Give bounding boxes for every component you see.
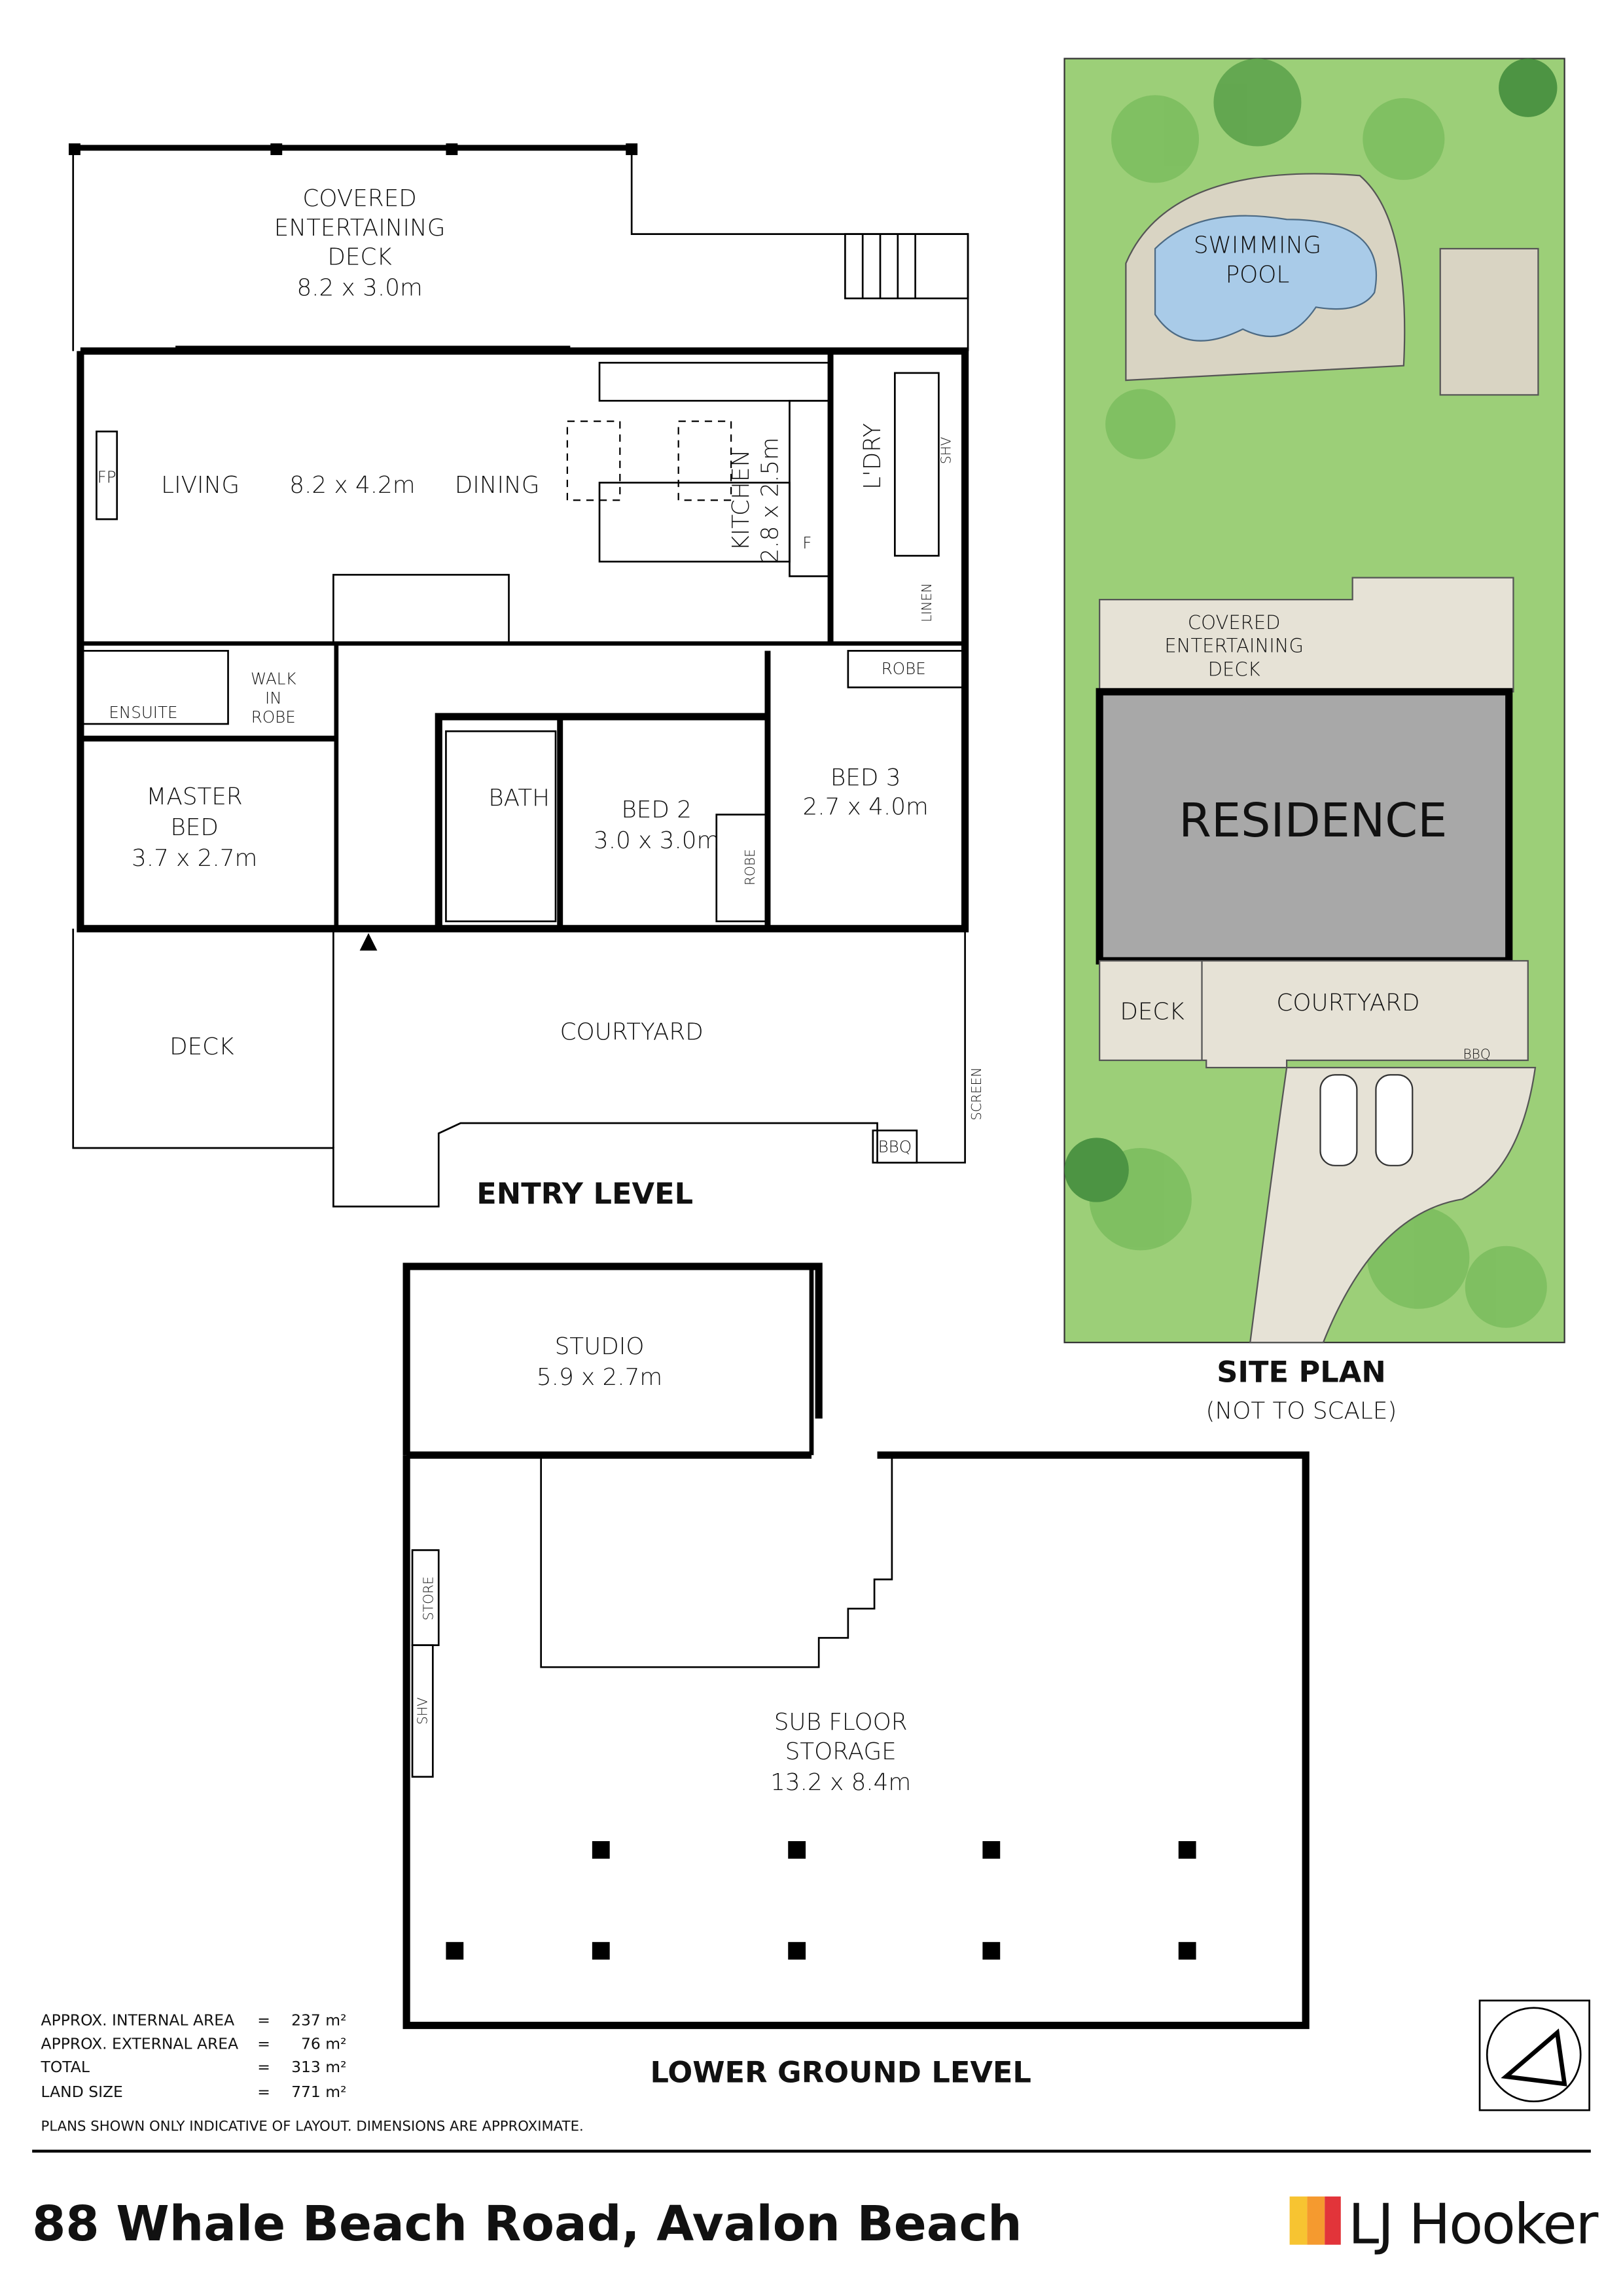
property-address: 88 Whale Beach Road, Avalon Beach xyxy=(32,2197,1022,2252)
area-label: TOTAL xyxy=(41,2058,90,2076)
site-label: DECK xyxy=(1208,658,1260,680)
room-label: COURTYARD xyxy=(560,1019,704,1046)
room-dimensions: 8.2 x 3.0m xyxy=(296,274,422,301)
room-label: LINEN xyxy=(919,583,935,622)
area-value: 76 m² xyxy=(301,2034,347,2053)
room-label: L'DRY xyxy=(859,423,886,490)
residence-label: RESIDENCE xyxy=(1179,793,1447,848)
room-label: KITCHEN xyxy=(728,450,755,551)
room-dimensions: 8.2 x 4.2m xyxy=(289,472,415,499)
room-label: WALK xyxy=(251,670,296,689)
area-label: LAND SIZE xyxy=(41,2083,123,2101)
room-label: DECK xyxy=(169,1033,234,1060)
site-label: COURTYARD xyxy=(1276,990,1419,1016)
room-dimensions: 2.7 x 4.0m xyxy=(802,794,928,821)
pool-label: POOL xyxy=(1226,261,1290,288)
site-plan: SWIMMING POOL COVERED ENTERTAINING DECK … xyxy=(1063,58,1565,1424)
room-label: ROBE xyxy=(882,659,926,678)
entry-arrow-icon xyxy=(359,933,378,951)
lj-hooker-logo: LJ Hooker xyxy=(1289,2192,1600,2257)
pool-label: SWIMMING xyxy=(1194,232,1321,259)
room-label: STUDIO xyxy=(555,1333,645,1360)
room-label: ROBE xyxy=(742,849,758,886)
room-label: IN xyxy=(265,689,282,708)
site-label: DECK xyxy=(1120,998,1185,1025)
room-label: STORAGE xyxy=(785,1738,897,1765)
area-value: 313 m² xyxy=(291,2058,346,2076)
support-columns xyxy=(446,1841,1196,1960)
room-dimensions: 5.9 x 2.7m xyxy=(537,1364,662,1391)
deck-stairs xyxy=(844,233,969,300)
area-label: APPROX. EXTERNAL AREA xyxy=(41,2034,239,2053)
room-label: LIVING xyxy=(161,472,240,499)
room-label: BED 3 xyxy=(830,764,901,791)
site-label: COVERED xyxy=(1188,611,1281,634)
lower-ground-plan: STUDIO 5.9 x 2.7m STORE SHV SUB FLOOR ST… xyxy=(402,1263,1310,2090)
lower-level-title: LOWER GROUND LEVEL xyxy=(650,2056,1031,2090)
room-dimensions: 13.2 x 8.4m xyxy=(770,1769,911,1796)
area-equals: = xyxy=(257,2011,270,2030)
room-label: ENTERTAINING xyxy=(274,215,446,242)
room-label: SUB FLOOR xyxy=(774,1709,908,1736)
area-equals: = xyxy=(257,2034,270,2053)
room-label: ENSUITE xyxy=(109,703,177,722)
disclaimer: PLANS SHOWN ONLY INDICATIVE OF LAYOUT. D… xyxy=(41,2118,584,2134)
entry-level-title: ENTRY LEVEL xyxy=(476,1177,693,1211)
room-label: COVERED xyxy=(302,185,416,212)
site-label: ENTERTAINING xyxy=(1164,635,1304,657)
site-plan-title: SITE PLAN xyxy=(1217,1355,1386,1389)
area-equals: = xyxy=(257,2058,270,2076)
area-summary: APPROX. INTERNAL AREA = 237 m² APPROX. E… xyxy=(41,2011,584,2135)
area-value: 771 m² xyxy=(291,2083,346,2101)
brand-name: LJ Hooker xyxy=(1348,2192,1599,2257)
room-label: DECK xyxy=(327,244,392,271)
room-label: DINING xyxy=(455,472,540,499)
north-arrow-icon xyxy=(1478,2000,1590,2111)
entry-level-plan: COVERED ENTERTAINING DECK 8.2 x 3.0m FP … xyxy=(69,143,984,1211)
area-label: APPROX. INTERNAL AREA xyxy=(41,2011,235,2030)
room-dimensions: 2.8 x 2.5m xyxy=(757,437,784,563)
area-value: 237 m² xyxy=(291,2011,346,2030)
bbq-label: BBQ xyxy=(878,1138,912,1157)
room-label: SHV xyxy=(938,437,954,464)
site-label: BBQ xyxy=(1463,1047,1491,1062)
room-label: SHV xyxy=(414,1697,430,1725)
room-label: ROBE xyxy=(251,708,296,726)
room-dimensions: 3.7 x 2.7m xyxy=(132,845,257,872)
car-icon xyxy=(1319,1074,1414,1166)
room-label: BATH xyxy=(488,785,550,812)
room-label: STORE xyxy=(420,1576,436,1621)
room-dimensions: 3.0 x 3.0m xyxy=(594,827,719,854)
trees xyxy=(1064,58,1558,1328)
room-label: BED 2 xyxy=(621,797,692,823)
room-label: MASTER xyxy=(147,783,243,810)
fireplace-label: FP xyxy=(98,467,116,486)
screen-label: SCREEN xyxy=(969,1067,984,1121)
site-plan-subtitle: (NOT TO SCALE) xyxy=(1206,1397,1397,1424)
fridge-label: F xyxy=(802,533,812,552)
room-label: BED xyxy=(170,814,219,841)
area-equals: = xyxy=(257,2083,270,2101)
